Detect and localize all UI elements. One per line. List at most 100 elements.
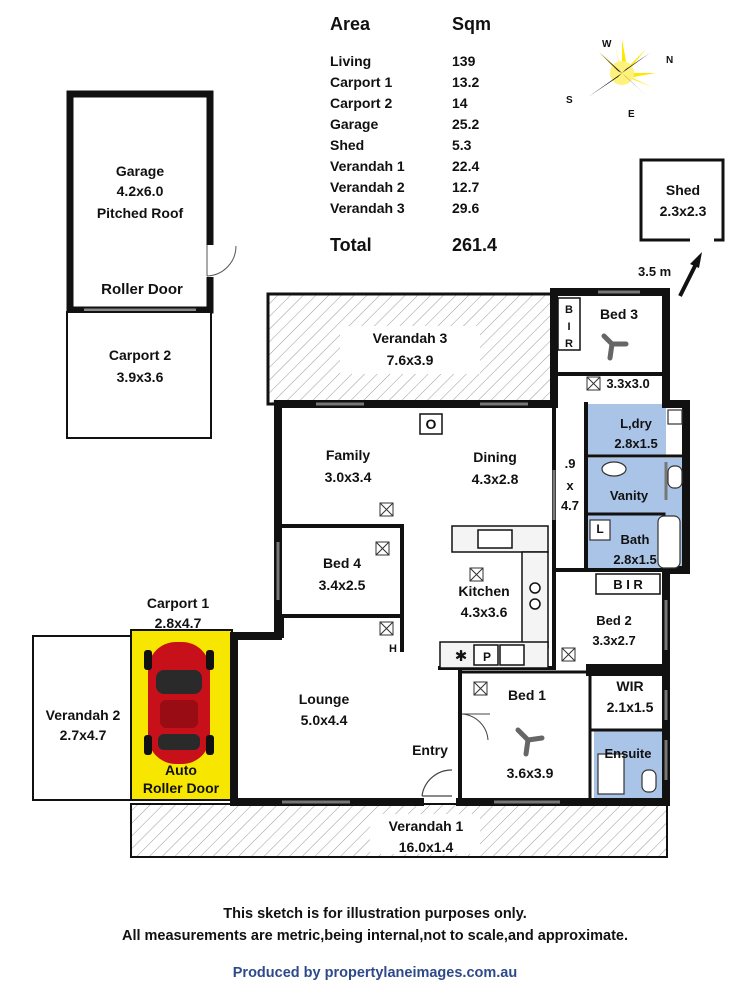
bed3-robe: B I R bbox=[557, 297, 581, 351]
verandah3-name: Verandah 3 bbox=[373, 330, 448, 346]
lounge-name: Lounge bbox=[299, 691, 350, 707]
wir-dims: 2.1x1.5 bbox=[607, 699, 654, 715]
area-row-sqm: 5.3 bbox=[452, 136, 472, 153]
area-row-name: Verandah 1 bbox=[330, 157, 405, 174]
area-row-name: Carport 2 bbox=[330, 94, 393, 111]
area-row: Verandah 2 12.7 bbox=[330, 176, 520, 197]
compass-n: N bbox=[666, 55, 673, 66]
dining-dims: 4.3x2.8 bbox=[472, 471, 519, 487]
area-row-name: Living bbox=[330, 52, 372, 69]
credit-link[interactable]: Produced by propertylaneimages.com.au bbox=[232, 965, 518, 981]
carport1-door-line2: Roller Door bbox=[143, 780, 220, 796]
area-row-sqm: 12.7 bbox=[452, 178, 480, 195]
carport1-dims: 2.8x4.7 bbox=[155, 615, 202, 631]
area-row-name: Verandah 3 bbox=[330, 199, 405, 216]
family-dims: 3.0x3.4 bbox=[325, 469, 372, 485]
bed3-dims: 3.3x3.0 bbox=[606, 376, 649, 391]
hatch-h-label: H bbox=[389, 643, 397, 655]
area-row-name: Garage bbox=[330, 115, 379, 132]
area-header: Area bbox=[330, 13, 371, 34]
bath-l-label: L bbox=[596, 522, 603, 536]
area-table-header: Area Sqm bbox=[330, 10, 520, 38]
bed1-door[interactable] bbox=[461, 713, 490, 741]
kitchen-fan-icon: ✱ bbox=[455, 648, 468, 665]
compass-s: S bbox=[566, 95, 573, 106]
dining-name: Dining bbox=[473, 449, 517, 465]
bath-name: Bath bbox=[621, 532, 650, 547]
bed1-name: Bed 1 bbox=[508, 687, 546, 703]
garage: Garage 4.2x6.0 Pitched Roof Roller Door bbox=[66, 90, 237, 314]
verandah2-dims: 2.7x4.7 bbox=[60, 727, 107, 743]
area-row-name: Carport 1 bbox=[330, 73, 393, 90]
area-row: Living 139 bbox=[330, 50, 520, 71]
bed2-robe bbox=[595, 573, 661, 595]
verandah1-name: Verandah 1 bbox=[389, 818, 464, 834]
compass-rose: W N S E bbox=[566, 39, 673, 120]
bed2-bir: B I R bbox=[613, 577, 643, 592]
disclaimer-line-2: All measurements are metric,being intern… bbox=[121, 928, 629, 944]
ensuite-name: Ensuite bbox=[605, 746, 652, 761]
verandah-3: Verandah 3 7.6x3.9 bbox=[266, 292, 556, 406]
bed2-name: Bed 2 bbox=[596, 613, 631, 628]
verandah2-name: Verandah 2 bbox=[46, 707, 121, 723]
shed-name: Shed bbox=[666, 182, 700, 198]
smoke-detector-icons bbox=[375, 376, 601, 696]
total-value: 261.4 bbox=[452, 234, 498, 255]
laundry-dims: 2.8x1.5 bbox=[614, 436, 657, 451]
bed4-name: Bed 4 bbox=[323, 555, 361, 571]
carport2-name: Carport 2 bbox=[109, 347, 171, 363]
hall-line1: .9 bbox=[565, 456, 576, 471]
wet-areas bbox=[586, 404, 686, 800]
wir-name: WIR bbox=[616, 678, 643, 694]
carport2-dims: 3.9x3.6 bbox=[117, 369, 164, 385]
verandah-2: Verandah 2 2.7x4.7 bbox=[32, 635, 134, 801]
bed3-bir-i: I bbox=[567, 321, 570, 333]
kitchen-benches bbox=[439, 525, 549, 669]
lounge-dims: 5.0x4.4 bbox=[301, 712, 348, 728]
bed3-name: Bed 3 bbox=[600, 306, 638, 322]
bed1-dims: 3.6x3.9 bbox=[507, 765, 554, 781]
carport-2: Carport 2 3.9x3.6 bbox=[66, 311, 212, 439]
carport1-door-line1: Auto bbox=[165, 762, 197, 778]
shed-distance-arrow bbox=[678, 261, 699, 297]
bed3-bir-b: B bbox=[565, 304, 573, 316]
total-label: Total bbox=[330, 234, 372, 255]
carport-1: Carport 1 2.8x4.7 Auto Roller Door bbox=[130, 595, 233, 801]
hall-line2: x bbox=[566, 478, 574, 493]
verandah3-dims: 7.6x3.9 bbox=[387, 352, 434, 368]
area-total-row: Total 261.4 bbox=[330, 230, 520, 260]
bath-dims: 2.8x1.5 bbox=[613, 552, 656, 567]
shed: Shed 2.3x2.3 3.5 m bbox=[638, 158, 725, 297]
garage-door-label: Roller Door bbox=[101, 281, 183, 298]
shed-distance: 3.5 m bbox=[638, 264, 671, 279]
area-row-sqm: 29.6 bbox=[452, 199, 480, 216]
area-row-name: Verandah 2 bbox=[330, 178, 405, 195]
disclaimer-line-1: This sketch is for illustration purposes… bbox=[223, 906, 527, 922]
shed-dims: 2.3x2.3 bbox=[660, 203, 707, 219]
bath-fixtures bbox=[589, 409, 683, 795]
area-row-sqm: 139 bbox=[452, 52, 476, 69]
kitchen-dims: 4.3x3.6 bbox=[461, 604, 508, 620]
verandah-1: Verandah 1 16.0x1.4 bbox=[130, 803, 668, 858]
garage-dims: 4.2x6.0 bbox=[117, 183, 164, 199]
windows bbox=[276, 290, 668, 804]
compass-e: E bbox=[628, 109, 635, 120]
laundry-name: L,dry bbox=[620, 416, 653, 431]
garage-name: Garage bbox=[116, 163, 164, 179]
area-row: Verandah 3 29.6 bbox=[330, 197, 520, 218]
area-row-sqm: 22.4 bbox=[452, 157, 480, 174]
car-icon bbox=[144, 642, 214, 764]
ceiling-fan-icon bbox=[515, 333, 629, 757]
entry-name: Entry bbox=[412, 742, 448, 758]
oven-icon bbox=[419, 413, 443, 435]
entry-door[interactable] bbox=[421, 769, 453, 797]
vanity-name: Vanity bbox=[610, 488, 649, 503]
compass-w: W bbox=[602, 39, 612, 50]
